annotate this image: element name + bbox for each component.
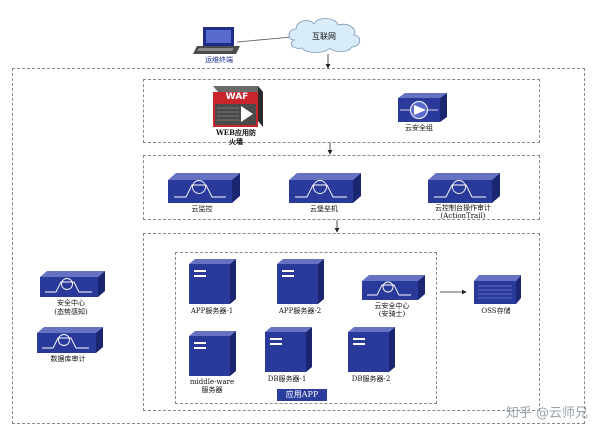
oss-storage-label: OSS存储	[481, 307, 511, 315]
db-server-2-icon	[348, 327, 395, 372]
security-group-label: 云安全组	[405, 124, 433, 132]
app-server-2-label: APP服务器-2	[278, 307, 322, 315]
action-trail-label-line2: (ActionTrail)	[440, 212, 486, 220]
db-server-2-label: DB服务器-2	[351, 375, 391, 383]
terminal-icon	[193, 27, 240, 54]
middleware-label-line2: 服务器	[201, 386, 223, 394]
db-server-1-icon	[265, 327, 312, 372]
security-center-icon	[40, 271, 105, 297]
zone-edge-security	[143, 79, 540, 143]
cloud-monitor-icon	[168, 173, 240, 203]
bastion-host-icon	[289, 173, 361, 203]
zone-app-servers	[175, 252, 437, 404]
security-center-label-line1: 安全中心	[57, 299, 85, 307]
waf-label-line1: WEB应用防	[215, 128, 257, 137]
cloud-monitor-label: 云监控	[191, 205, 213, 213]
db-server-1-label: DB服务器-1	[267, 375, 307, 383]
app-server-1-label: APP服务器-1	[190, 307, 234, 315]
oss-storage-icon	[474, 275, 521, 304]
action-trail-icon	[428, 173, 500, 203]
terminal-label: 运维终端	[205, 56, 233, 64]
db-audit-icon	[37, 327, 103, 353]
bastion-host-label: 云堡垒机	[310, 205, 338, 213]
terminal-internet-line	[236, 36, 293, 43]
middleware-label-line1: middle-ware	[189, 378, 235, 386]
security-knight-label-line2: (安骑士)	[378, 310, 406, 318]
zone-cloud-ops	[143, 155, 540, 220]
app-zone-tag: 应用APP	[277, 389, 327, 401]
zone-application	[143, 233, 540, 411]
db-audit-label: 数据库审计	[50, 355, 86, 363]
security-knight-icon	[362, 275, 425, 300]
waf-badge-text: WAF	[226, 92, 249, 102]
app-server-1-icon	[189, 259, 236, 304]
waf-label-line2: 火墙	[229, 137, 243, 146]
security-group-icon	[398, 93, 447, 122]
outer-boundary	[12, 68, 585, 424]
app-server-2-icon	[277, 259, 324, 304]
internet-cloud-icon	[288, 18, 361, 53]
security-center-label-line2: (态势感知)	[54, 308, 88, 316]
waf-icon	[213, 86, 263, 127]
middleware-server-icon	[189, 331, 236, 376]
security-knight-label-line1: 云安全中心	[374, 302, 410, 310]
action-trail-label-line1: 云控制台操作审计	[435, 204, 491, 212]
internet-label: 互联网	[312, 32, 336, 41]
watermark: 知乎 @云师兄	[505, 406, 588, 421]
